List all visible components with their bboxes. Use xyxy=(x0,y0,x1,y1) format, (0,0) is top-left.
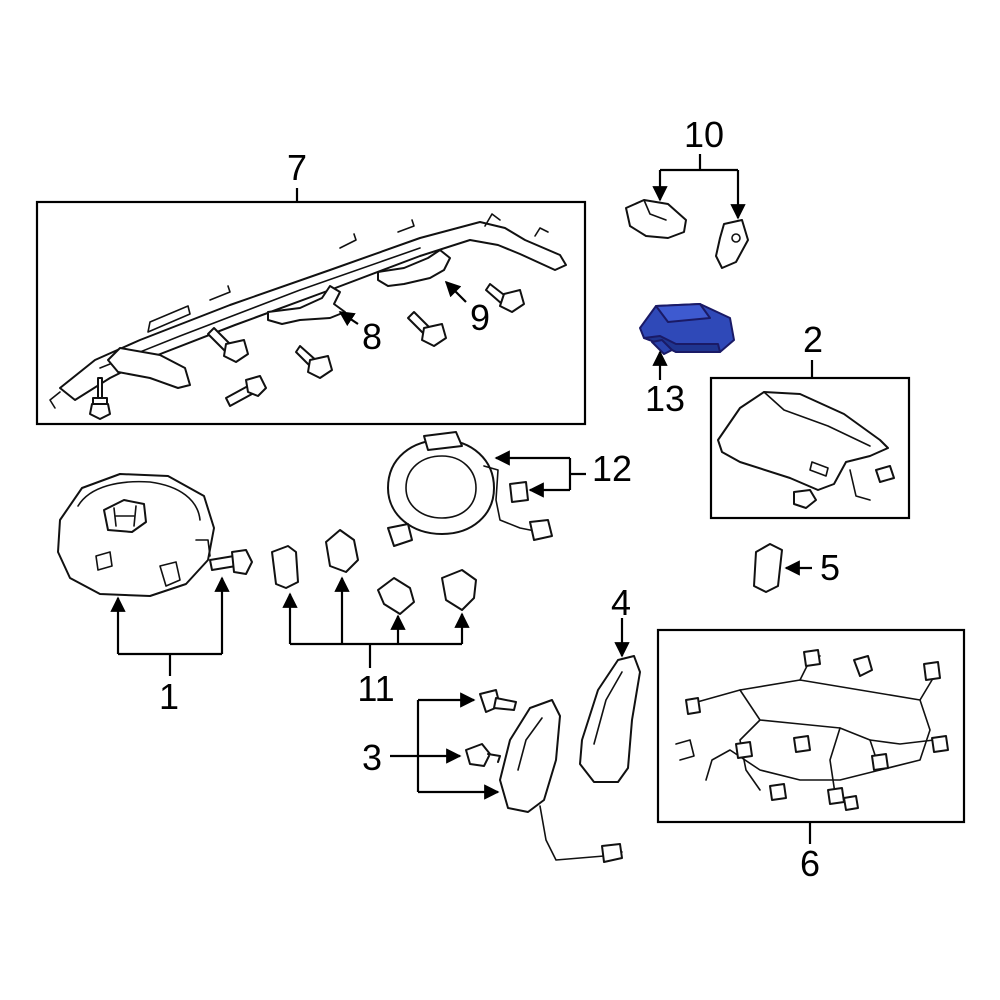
honda-logo xyxy=(103,499,147,533)
callout-6: 6 xyxy=(800,843,820,884)
callout-9: 9 xyxy=(470,297,490,338)
part-7-curtain-airbag-group[interactable]: 7 8 9 xyxy=(35,147,587,426)
sensor-11d xyxy=(441,569,477,611)
leader-8 xyxy=(338,311,359,327)
part-3-seat-airbag[interactable]: 3 xyxy=(362,689,623,863)
callout-3: 3 xyxy=(362,737,382,778)
sensor-right xyxy=(715,219,749,269)
leader-9 xyxy=(444,280,467,303)
callout-4: 4 xyxy=(611,582,631,623)
part-11-sensors[interactable]: 11 xyxy=(271,529,477,709)
clip-9 xyxy=(377,249,451,287)
sensor-11c xyxy=(377,577,415,615)
callout-12: 12 xyxy=(592,448,632,489)
clock-spring-connector xyxy=(509,481,529,503)
curtain-front-bracket xyxy=(107,347,191,389)
sensor-left xyxy=(625,199,687,239)
seat-airbag[interactable] xyxy=(499,699,561,813)
bolt-7e xyxy=(407,311,447,347)
bolt-1 xyxy=(209,549,253,575)
wire-harness[interactable] xyxy=(689,679,931,781)
part-13-srs-unit[interactable]: 13 xyxy=(639,303,735,419)
callout-1: 1 xyxy=(159,676,179,717)
leader-10 xyxy=(660,154,738,172)
callout-2: 2 xyxy=(803,319,823,360)
bolt-7c xyxy=(225,375,267,407)
clip-8 xyxy=(267,285,346,325)
box-2 xyxy=(709,376,911,520)
clip-3 xyxy=(465,743,501,767)
part-6-wire-harness-group[interactable]: 6 xyxy=(656,628,966,884)
sensor-11b xyxy=(325,529,359,573)
passenger-airbag[interactable] xyxy=(717,391,889,491)
leader-11 xyxy=(290,642,462,668)
part-1-driver-airbag[interactable]: 1 xyxy=(57,473,253,717)
part-2-passenger-airbag-group[interactable]: 2 xyxy=(709,319,911,520)
callout-10: 10 xyxy=(684,114,724,155)
side-airbag[interactable] xyxy=(579,655,641,783)
callout-11: 11 xyxy=(357,668,394,709)
sensor-5[interactable] xyxy=(753,543,783,593)
sensor-11a xyxy=(271,545,299,589)
leader-1 xyxy=(118,652,222,676)
part-5-sensor[interactable]: 5 xyxy=(753,543,840,593)
bolt-7f xyxy=(485,283,525,313)
bolt-7a xyxy=(89,377,111,420)
callout-7: 7 xyxy=(287,147,307,188)
passenger-airbag-connector xyxy=(875,465,895,483)
leader-12 xyxy=(568,458,586,490)
part-10-impact-sensors[interactable]: 10 xyxy=(625,114,749,269)
bolt-3 xyxy=(479,689,517,713)
driver-airbag[interactable] xyxy=(57,473,215,597)
part-4-side-airbag[interactable]: 4 xyxy=(579,582,641,783)
curtain-airbag[interactable] xyxy=(59,221,567,401)
clock-spring[interactable] xyxy=(387,439,495,535)
passenger-airbag-nut xyxy=(793,489,817,509)
callout-13: 13 xyxy=(645,378,685,419)
bolt-7d xyxy=(295,345,333,379)
part-12-clock-spring[interactable]: 12 xyxy=(387,431,632,547)
callout-5: 5 xyxy=(820,547,840,588)
bolt-7b xyxy=(207,327,249,363)
box-7 xyxy=(35,200,587,426)
callout-8: 8 xyxy=(362,316,382,357)
